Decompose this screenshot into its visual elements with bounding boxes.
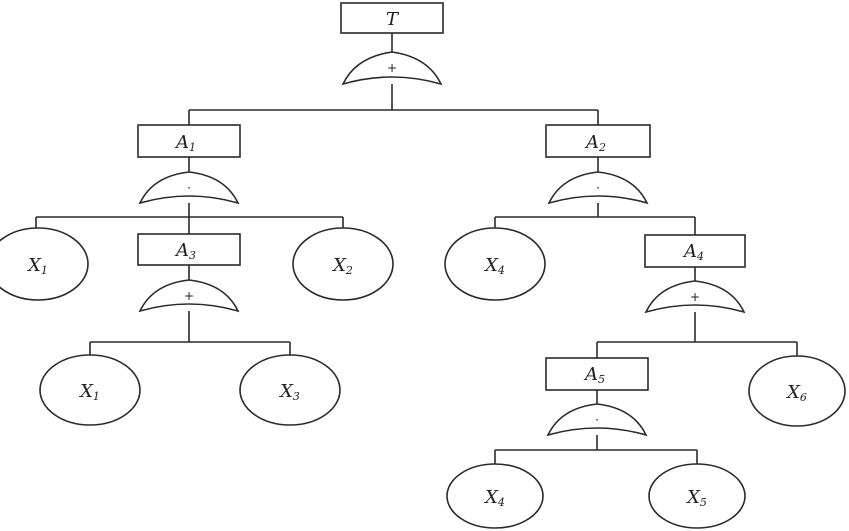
event-box	[545, 124, 651, 158]
basic-event-circle	[444, 227, 546, 301]
connectors	[35, 33, 798, 465]
basic-event-label: X1	[78, 381, 100, 403]
event-box	[644, 234, 746, 268]
basic-event-label: X3	[278, 381, 300, 403]
basic-event: X3	[239, 354, 341, 426]
intermediate-event: A1	[137, 124, 241, 158]
basic-event-label: X4	[483, 255, 505, 277]
top-event: T	[340, 2, 444, 34]
basic-event-circle	[39, 354, 141, 426]
gate-shape	[138, 279, 240, 313]
gate-shape	[644, 280, 746, 314]
and-gate: ·	[546, 403, 648, 437]
or-gate: +	[341, 51, 443, 86]
top-event-box	[340, 2, 444, 34]
basic-event-circle	[0, 227, 89, 301]
top-event-label: T	[386, 9, 400, 30]
basic-event-circle	[239, 354, 341, 426]
event-label: A5	[583, 364, 605, 386]
intermediate-event: A2	[545, 124, 651, 158]
gate-shape	[341, 51, 443, 86]
gate-symbol: +	[184, 289, 194, 303]
gate-shape	[546, 403, 648, 437]
basic-event-label: X5	[685, 487, 707, 509]
basic-event: X2	[292, 227, 394, 301]
basic-event-circle	[748, 355, 846, 427]
and-gate: ·	[138, 171, 240, 205]
basic-event-circle	[648, 463, 746, 529]
intermediate-event: A5	[545, 357, 649, 391]
event-box	[137, 124, 241, 158]
gate-symbol: ·	[596, 181, 600, 195]
event-label: A2	[584, 132, 606, 154]
basic-event-circle	[446, 463, 544, 529]
or-gate: +	[644, 280, 746, 314]
basic-event-label: X2	[331, 255, 353, 277]
basic-event-circle	[292, 227, 394, 301]
gate-shape	[547, 171, 649, 205]
basic-event-label: X6	[785, 382, 807, 404]
event-box	[137, 233, 241, 266]
basic-event: X5	[648, 463, 746, 529]
basic-event-label: X4	[483, 487, 505, 509]
basic-event: X6	[748, 355, 846, 427]
event-label: A1	[174, 132, 196, 154]
gate-symbol: +	[387, 61, 397, 75]
intermediate-event: A3	[137, 233, 241, 266]
event-label: A3	[174, 240, 196, 262]
or-gate: +	[138, 279, 240, 313]
gate-symbol: +	[690, 290, 700, 304]
intermediate-event: A4	[644, 234, 746, 268]
gate-symbol: ·	[595, 413, 599, 427]
basic-event: X1	[39, 354, 141, 426]
basic-event: X4	[444, 227, 546, 301]
basic-event: X1	[0, 227, 89, 301]
event-box	[545, 357, 649, 391]
gate-shape	[138, 171, 240, 205]
event-label: A4	[682, 241, 704, 263]
basic-event-label: X1	[26, 255, 48, 277]
and-gate: ·	[547, 171, 649, 205]
gate-symbol: ·	[187, 181, 191, 195]
basic-event: X4	[446, 463, 544, 529]
